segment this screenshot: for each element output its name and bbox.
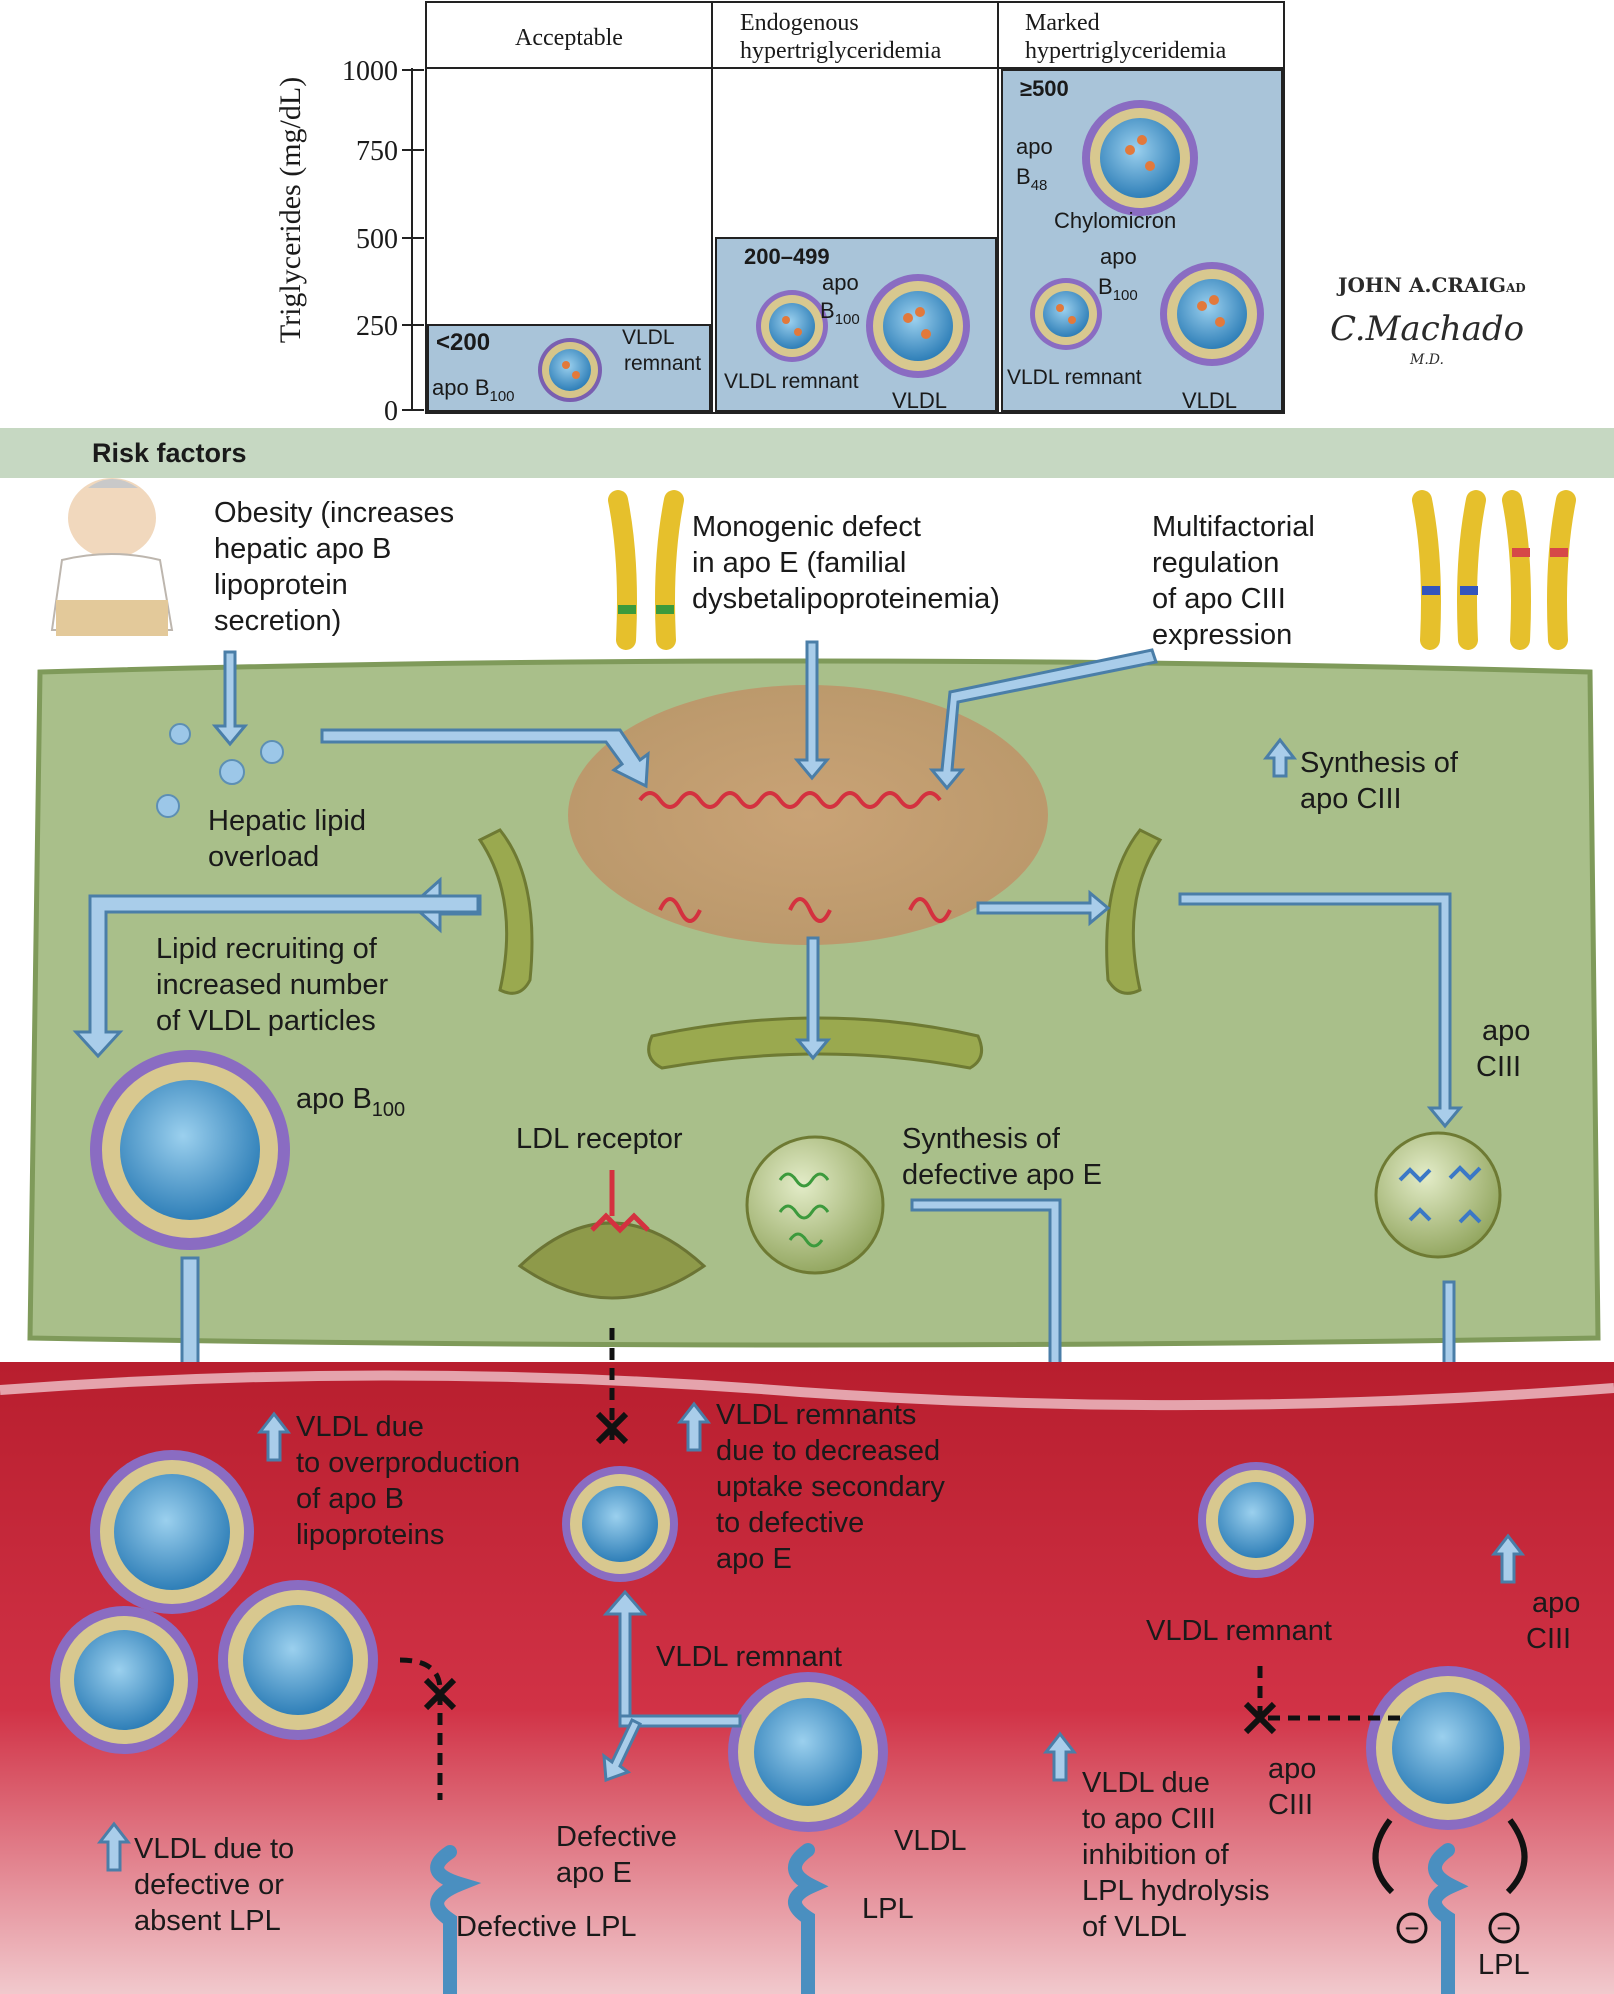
defective-lpl-text: Defective LPL — [456, 1911, 637, 1943]
apo-b100-acc: apo B100 — [432, 375, 515, 405]
tick-0: 0 — [384, 396, 398, 427]
header-marked-line2: hypertriglyceridemia — [1025, 38, 1227, 64]
vessel-wall — [0, 1370, 1614, 1411]
vldl-marked: VLDL — [1182, 388, 1237, 413]
block-x-icons — [423, 1411, 1277, 1735]
vldl-remnant-particle-endo — [756, 290, 828, 362]
signature-line1: JOHN A.CRAIGAD — [1336, 273, 1526, 297]
header-marked-line1: Marked — [1025, 10, 1100, 36]
apo-b100-cell: apo B100 — [296, 1083, 405, 1121]
vldl-particle-endo — [866, 274, 970, 378]
minus-sign-right: − — [1496, 1913, 1511, 1943]
inhibition-minus-icons: − − — [1396, 1912, 1520, 1944]
header-marked-box — [997, 1, 1285, 69]
vldl-remnant-right-text: VLDL remnant — [1146, 1615, 1332, 1647]
risk-factors-header: Risk factors — [92, 438, 247, 468]
artist-signature: JOHN A.CRAIGAD C.Machado M.D. — [1330, 273, 1526, 368]
vldl-particle-cell — [90, 1050, 290, 1250]
threshold-marked: ≥500 — [1020, 76, 1069, 101]
chylomicron-particle — [1082, 100, 1198, 216]
tick-250: 250 — [356, 311, 398, 342]
vldl-remnant-marked: VLDL remnant — [1007, 366, 1142, 389]
blood-arrows — [96, 1401, 1526, 1872]
vldl-particle-marked — [1160, 262, 1264, 366]
lipid-droplets-icon — [156, 723, 284, 818]
header-endogenous-line2: hypertriglyceridemia — [740, 38, 942, 64]
risk-factors-band — [0, 428, 1614, 478]
threshold-endogenous: 200–499 — [744, 244, 830, 269]
inhibition-arrows — [1372, 1818, 1528, 1895]
tick-1000: 1000 — [342, 56, 398, 87]
tick-500: 500 — [356, 224, 398, 255]
mrna-fragments — [658, 897, 952, 923]
obese-man-figure — [50, 478, 174, 636]
signature-line2: C.Machado — [1330, 309, 1524, 349]
header-endogenous-line1: Endogenous — [740, 10, 859, 36]
vldl-center-text: VLDL — [894, 1825, 967, 1857]
vldl-remnant-particle-acceptable — [538, 338, 602, 402]
y-axis-label: Triglycerides (mg/dL) — [274, 77, 307, 343]
ldl-receptor-text: LDL receptor — [516, 1123, 683, 1155]
threshold-acceptable: <200 — [436, 329, 490, 356]
header-acceptable: Acceptable — [515, 25, 623, 51]
minus-sign-left: − — [1404, 1913, 1419, 1943]
signature-line3: M.D. — [1409, 352, 1444, 368]
vldl-remnant-particle-right — [1198, 1462, 1314, 1578]
tick-750: 750 — [356, 136, 398, 167]
vldl-endo: VLDL — [892, 388, 947, 413]
vldl-cluster-left — [50, 1450, 378, 1754]
chylomicron-label: Chylomicron — [1054, 208, 1176, 233]
y-ticks — [402, 69, 424, 411]
nucleus — [568, 685, 1048, 945]
vldl-remnant-acc-line1: VLDL — [622, 326, 675, 349]
vldl-remnant-particle-blood — [562, 1466, 678, 1582]
chromosome-icon-multifactorial — [1412, 490, 1576, 650]
triglyceride-chart: Triglycerides (mg/dL) 1000 750 500 250 0… — [274, 1, 1285, 427]
vldl-remnant-particle-marked — [1030, 278, 1102, 350]
apo-ciii-vesicle — [1374, 1131, 1502, 1259]
lpl-right-text: LPL — [1478, 1949, 1530, 1981]
chromosome-icon-monogenic — [608, 490, 684, 650]
apo-e-vesicle — [745, 1135, 885, 1275]
vldl-particle-right — [1366, 1666, 1530, 1830]
ldl-receptor-pit — [517, 1170, 707, 1300]
lpl-receptors — [430, 1843, 1469, 1994]
vldl-particle-center — [728, 1672, 888, 1832]
vldl-remnant-acc-line2: remnant — [624, 352, 701, 375]
vldl-remnant-center-text: VLDL remnant — [656, 1641, 842, 1673]
mrna-strand — [638, 791, 942, 809]
endoplasmic-reticulum — [477, 828, 1163, 1070]
vldl-remnant-endo: VLDL remnant — [724, 370, 859, 393]
lpl-center-text: LPL — [862, 1893, 914, 1925]
